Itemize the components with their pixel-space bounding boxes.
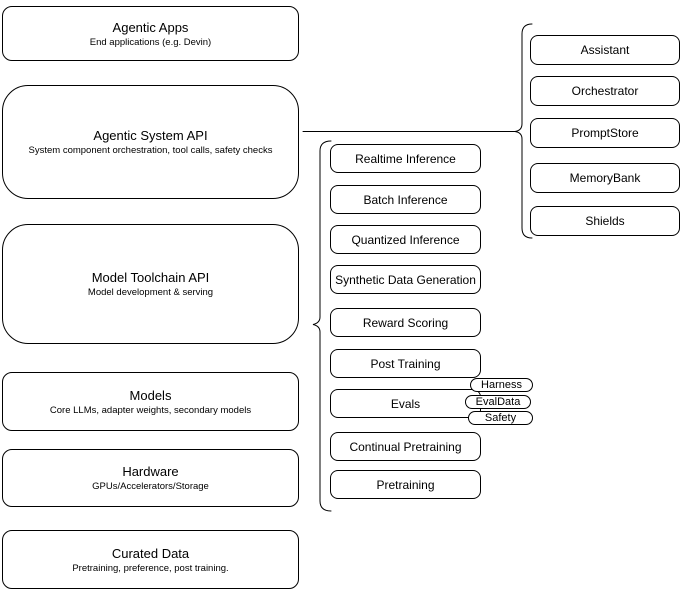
node-model-toolchain-api: Model Toolchain API Model development & … (2, 224, 299, 344)
pill-label: Harness (481, 378, 522, 391)
node-agentic-apps: Agentic Apps End applications (e.g. Devi… (2, 6, 299, 61)
node-continual-pretraining: Continual Pretraining (330, 432, 481, 461)
node-subtitle: GPUs/Accelerators/Storage (92, 481, 209, 492)
pill-label: EvalData (475, 395, 521, 408)
pill-harness: Harness (470, 378, 533, 392)
node-title: Hardware (122, 464, 179, 479)
node-realtime-inference: Realtime Inference (330, 144, 481, 173)
node-memorybank: MemoryBank (530, 163, 680, 193)
node-pretraining: Pretraining (330, 470, 481, 499)
node-label: Shields (585, 214, 625, 228)
node-title: Model Toolchain API (91, 270, 210, 285)
node-label: MemoryBank (569, 171, 641, 185)
node-label: Synthetic Data Generation (335, 272, 476, 287)
node-post-training: Post Training (330, 349, 481, 378)
pill-evaldata: EvalData (465, 395, 531, 409)
node-subtitle: End applications (e.g. Devin) (89, 36, 212, 48)
node-synthetic-data-generation: Synthetic Data Generation (330, 265, 481, 294)
node-evals: Evals (330, 389, 481, 418)
node-title: Agentic Apps (112, 19, 189, 35)
node-label: Assistant (580, 43, 630, 57)
node-label: Batch Inference (363, 192, 448, 207)
node-label: Realtime Inference (355, 151, 456, 166)
node-title: Models (129, 387, 172, 403)
node-label: Post Training (370, 356, 441, 371)
node-label: Reward Scoring (362, 315, 449, 330)
node-subtitle: Model development & serving (87, 287, 214, 298)
node-orchestrator: Orchestrator (530, 76, 680, 106)
node-quantized-inference: Quantized Inference (330, 225, 481, 254)
node-subtitle: System component orchestration, tool cal… (28, 145, 273, 156)
node-label: Orchestrator (571, 84, 639, 98)
node-title: Curated Data (111, 545, 190, 561)
node-label: Evals (390, 396, 421, 411)
node-label: Pretraining (376, 477, 435, 492)
node-title: Agentic System API (93, 128, 208, 143)
node-assistant: Assistant (530, 35, 680, 65)
node-label: Continual Pretraining (349, 439, 462, 454)
pill-label: Safety (484, 411, 517, 424)
node-subtitle: Core LLMs, adapter weights, secondary mo… (49, 404, 252, 416)
node-subtitle: Pretraining, preference, post training. (72, 562, 229, 574)
node-models: Models Core LLMs, adapter weights, secon… (2, 372, 299, 431)
node-reward-scoring: Reward Scoring (330, 308, 481, 337)
node-agentic-system-api: Agentic System API System component orch… (2, 85, 299, 199)
node-curated-data: Curated Data Pretraining, preference, po… (2, 530, 299, 589)
node-promptstore: PromptStore (530, 118, 680, 148)
node-shields: Shields (530, 206, 680, 236)
node-hardware: Hardware GPUs/Accelerators/Storage (2, 449, 299, 507)
node-label: Quantized Inference (351, 232, 460, 247)
toolchain-group-brace (312, 140, 332, 512)
node-batch-inference: Batch Inference (330, 185, 481, 214)
node-label: PromptStore (571, 126, 639, 140)
pill-safety: Safety (468, 411, 533, 425)
